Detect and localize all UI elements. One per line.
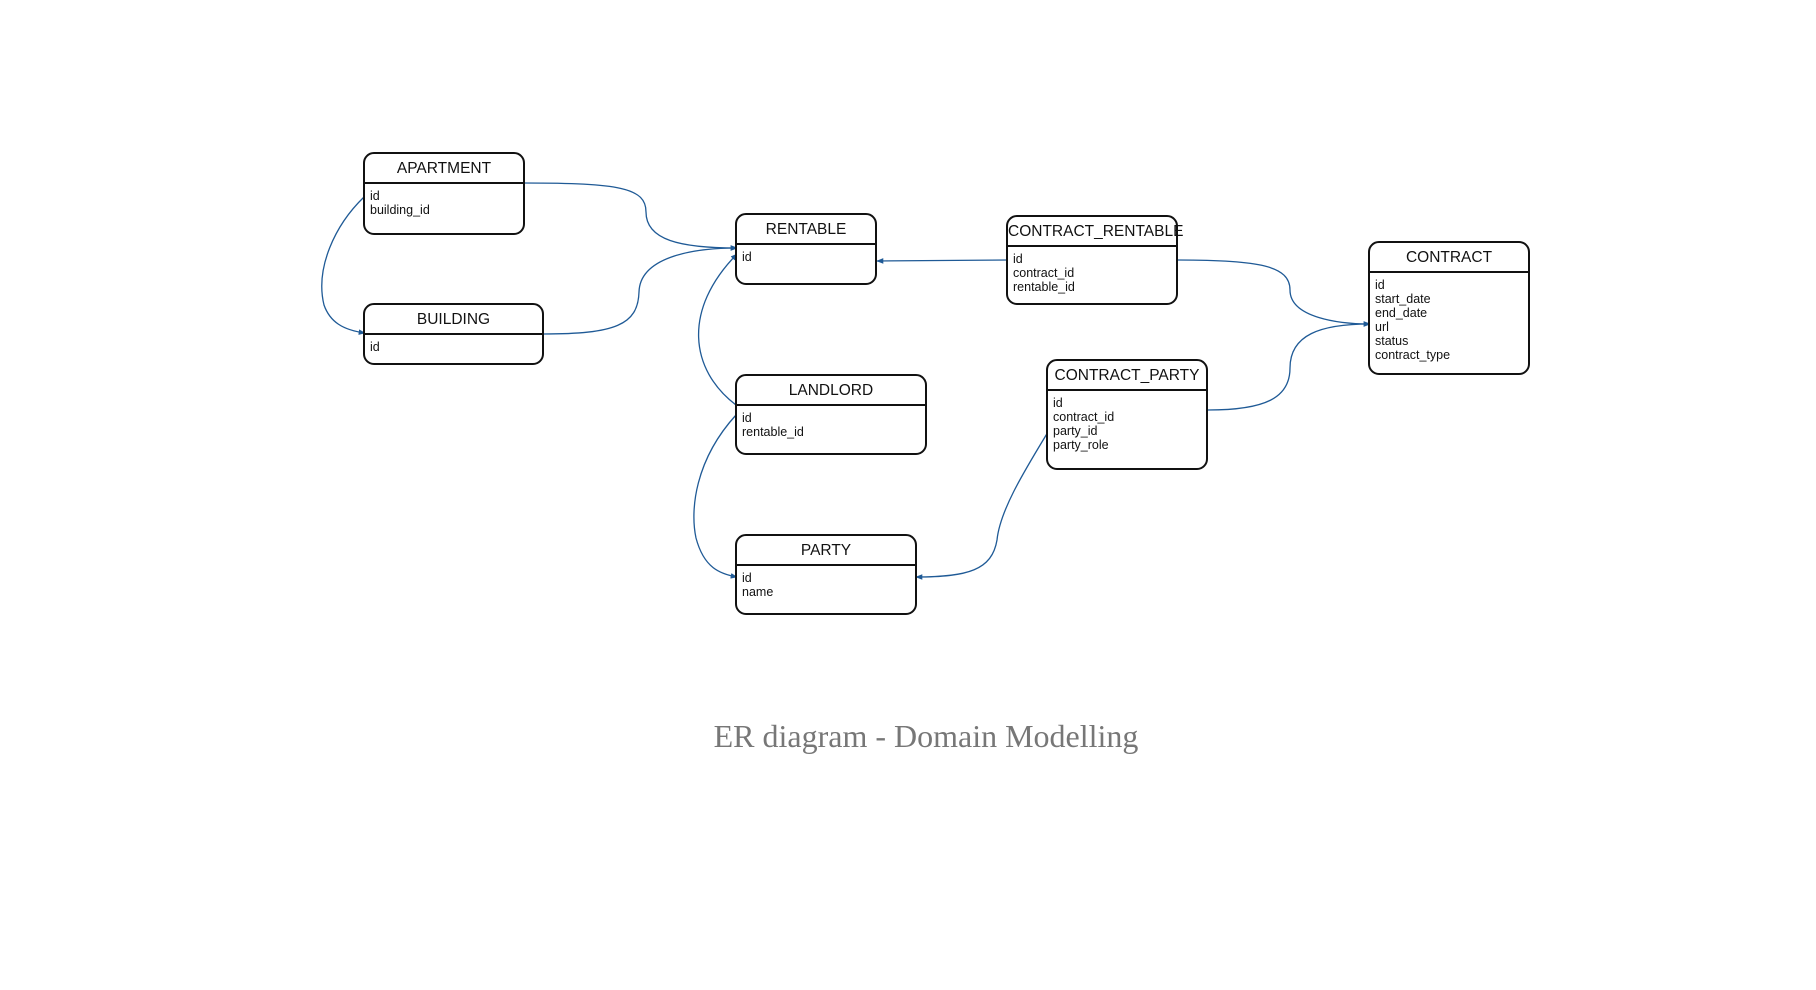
entity-title: CONTRACT_RENTABLE [1008,217,1183,247]
link-building-rentable [542,245,738,335]
entity-apartment: APARTMENT id building_id [363,152,525,235]
diagram-caption: ER diagram - Domain Modelling [713,718,1139,754]
entity-title: BUILDING [365,305,542,335]
field-status: status [1375,334,1409,348]
link-apartment-building [321,196,366,335]
entity-contract-rentable: CONTRACT_RENTABLE id contract_id rentabl… [1006,215,1183,305]
field-id: id [742,250,752,264]
field-id: id [742,571,752,585]
field-url: url [1375,320,1389,334]
field-rentable-id: rentable_id [1013,280,1075,294]
link-landlord-party [693,414,738,579]
field-end-date: end_date [1375,306,1428,320]
entity-title: CONTRACT [1370,243,1528,273]
entity-fields: id contract_id rentable_id [1008,247,1176,294]
entity-fields: id rentable_id [737,406,925,439]
entity-rentable: RENTABLE id [735,213,877,285]
entity-fields: id building_id [365,184,523,217]
field-start-date: start_date [1375,292,1431,306]
link-contract-rentable-contract [1177,259,1371,327]
field-party-role: party_role [1053,438,1109,452]
entity-building: BUILDING id [363,303,544,365]
field-id: id [1013,252,1023,266]
entity-title: RENTABLE [737,215,875,245]
entity-title: LANDLORD [737,376,925,406]
entity-party: PARTY id name [735,534,917,615]
field-name: name [742,585,774,599]
entity-title: APARTMENT [365,154,523,184]
link-contract-party-contract [1207,321,1371,411]
field-id: id [1053,396,1063,410]
entity-contract-party: CONTRACT_PARTY id contract_id party_id p… [1046,359,1208,470]
link-contract-party-party [915,431,1049,580]
entity-landlord: LANDLORD id rentable_id [735,374,927,455]
field-contract-id: contract_id [1013,266,1075,280]
entity-title: CONTRACT_PARTY [1048,361,1206,391]
entity-fields: id start_date end_date url status contra… [1370,273,1528,362]
entity-fields: id [737,245,875,264]
field-id: id [742,411,752,425]
field-id: id [1375,278,1385,292]
entity-title: PARTY [737,536,915,566]
link-contract-rentable-rentable [876,258,1009,264]
field-id: id [370,189,380,203]
field-contract-id: contract_id [1053,410,1115,424]
field-contract-type: contract_type [1375,348,1451,362]
link-landlord-rentable [697,253,738,406]
field-rentable-id: rentable_id [742,425,804,439]
entity-fields: id name [737,566,915,599]
field-party-id: party_id [1053,424,1098,438]
field-id: id [370,340,380,354]
field-building-id: building_id [370,203,430,217]
entity-contract: CONTRACT id start_date end_date url stat… [1368,241,1530,375]
entity-fields: id [365,335,542,354]
entity-fields: id contract_id party_id party_role [1048,391,1206,452]
link-apartment-rentable [523,182,738,251]
